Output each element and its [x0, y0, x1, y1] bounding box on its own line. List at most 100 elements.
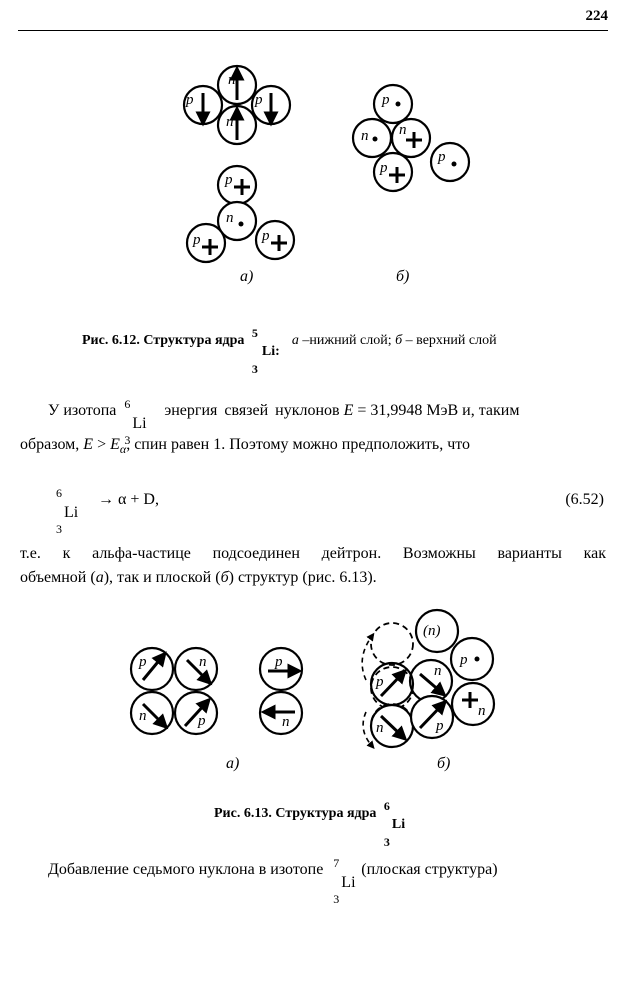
label-p: p: [381, 92, 390, 108]
caption-part-b: б: [395, 333, 403, 348]
figure-caption-6-13: Рис. 6.13. Структура ядра 6 3 Li: [214, 799, 408, 849]
nucleon-n-center-lower: [216, 200, 258, 242]
label-p: p: [274, 654, 283, 670]
arrow-diagonal-icon: [379, 668, 408, 698]
label-n: n: [376, 720, 384, 736]
caption-prefix: Рис. 6.13. Структура ядра: [214, 806, 377, 821]
label-p: p: [254, 92, 263, 108]
label-n: n: [399, 122, 407, 138]
plus-icon: [389, 167, 405, 183]
arrow-diagonal-icon: [419, 672, 447, 697]
nucleon-p-top-lower: [216, 164, 258, 206]
arrow-diagonal-icon: [379, 714, 408, 742]
isotope-charge: 3: [56, 522, 62, 536]
nucleon-n-left-b: [351, 117, 393, 159]
isotope-symbol: Li: [391, 817, 406, 832]
label-n: n: [226, 210, 234, 226]
dot-icon: [451, 161, 457, 167]
label-p: p: [185, 92, 194, 108]
paragraph-1-line-1: У изотопа 6 3 Li энергия связей нуклонов…: [48, 397, 520, 447]
arrow-diagonal-icon: [141, 702, 169, 730]
isotope-symbol: Li: [341, 874, 356, 891]
label-n: n: [228, 72, 236, 88]
label-p: p: [192, 232, 201, 248]
nucleon-p-right-lower: [254, 219, 296, 261]
isotope-symbol: Li:: [261, 344, 280, 359]
label-n: n: [139, 708, 147, 724]
paragraph-2-line-2: объемной (а), так и плоской (б) структур…: [20, 569, 377, 587]
label-p: p: [261, 228, 270, 244]
label-p: p: [375, 674, 384, 690]
figure-label-a: а): [240, 268, 253, 285]
arrow-diagonal-icon: [185, 658, 213, 686]
figure-label-b: б): [396, 268, 409, 285]
label-n: n: [199, 654, 207, 670]
nucleon-p-bottom-b: [372, 151, 414, 193]
caption-prefix: Рис. 6.12. Структура ядра: [82, 333, 245, 348]
para3-end: (плоская структура): [361, 861, 498, 878]
figure-label-a: а): [226, 755, 239, 772]
equation-rhs: → α + D,: [98, 491, 159, 508]
plus-icon: [271, 235, 287, 251]
energy-symbol: E: [343, 402, 354, 419]
nucleon-p-separate-b: [429, 141, 471, 183]
para1-start: У изотопа: [48, 402, 117, 419]
dot-icon: [474, 656, 480, 662]
para1-line2-end: , спин равен 1. Поэтому можно предположи…: [126, 436, 471, 453]
gt-sign: >: [97, 436, 107, 453]
energy-alpha-symbol: E: [110, 436, 120, 453]
label-p: p: [459, 652, 468, 668]
para3-start: Добавление седьмого нуклона в изотопе: [48, 861, 324, 878]
paragraph-3: Добавление седьмого нуклона в изотопе 7 …: [48, 856, 498, 906]
isotope-mass: 6: [56, 486, 62, 500]
caption-text-a: –нижний слой;: [302, 333, 392, 348]
para2-a: а: [95, 569, 104, 586]
plus-icon: [234, 179, 250, 195]
isotope-mass: 5: [251, 326, 258, 340]
label-p: p: [197, 713, 206, 729]
paragraph-1-line-2: образом, E > Eα, спин равен 1. Поэтому м…: [20, 436, 470, 457]
para2-text: объемной (: [20, 569, 96, 586]
label-n-extra: (n): [423, 623, 441, 639]
plus-icon: [202, 239, 218, 255]
isotope-mass: 6: [383, 799, 390, 813]
isotope-mass: 7: [333, 856, 340, 870]
nucleon-p-top-b: [372, 83, 414, 125]
isotope-charge: 3: [333, 892, 340, 906]
nucleon-n-right-b: [390, 117, 432, 159]
energy-value: = 31,9948 МэВ и, таким: [357, 402, 520, 419]
plus-icon: [406, 132, 422, 148]
figure-6-13: p n n p p n (n) p n p n n p а) б): [129, 608, 496, 772]
arrow-diagonal-icon: [183, 697, 212, 728]
arrow-diagonal-icon: [141, 651, 167, 681]
para2-b: б: [220, 569, 229, 586]
arrow-diagonal-icon: [418, 699, 448, 730]
label-n: n: [282, 714, 290, 730]
caption-text-b: – верхний слой: [405, 333, 497, 348]
page-number: 224: [585, 8, 609, 24]
figure-caption-6-12: Рис. 6.12. Структура ядра 5 3 Li: а –ниж…: [82, 326, 497, 376]
energy-symbol: E: [83, 436, 94, 453]
isotope-charge: 3: [383, 835, 390, 849]
para1-line2-start: образом,: [20, 436, 80, 453]
para2-text: ) структур (рис. 6.13).: [228, 569, 377, 586]
paragraph-2-line-1: т.е. к альфа-частице подсоединен дейтрон…: [20, 545, 606, 562]
nucleon-ghost-top: [370, 622, 414, 666]
header-rule: [18, 30, 608, 31]
equation-6-52: 6 3 Li → α + D,: [56, 486, 159, 536]
label-p: p: [138, 654, 147, 670]
label-p: p: [379, 160, 388, 176]
rotation-arrow-icon: [361, 632, 375, 681]
dot-icon: [238, 221, 244, 227]
label-n: n: [478, 703, 486, 719]
isotope-symbol: Li: [64, 504, 79, 521]
equation-number: (6.52): [565, 491, 604, 508]
label-p: p: [224, 172, 233, 188]
alpha-subscript: α: [119, 442, 127, 457]
label-n: n: [226, 114, 234, 130]
figure-6-12: n p p n p n p p p n n p p а) б): [182, 64, 471, 285]
para1-middle: энергия связей нуклонов: [164, 402, 340, 419]
isotope-charge: 3: [251, 362, 258, 376]
label-n: n: [361, 128, 369, 144]
para2-text: ), так и плоской (: [103, 569, 221, 586]
